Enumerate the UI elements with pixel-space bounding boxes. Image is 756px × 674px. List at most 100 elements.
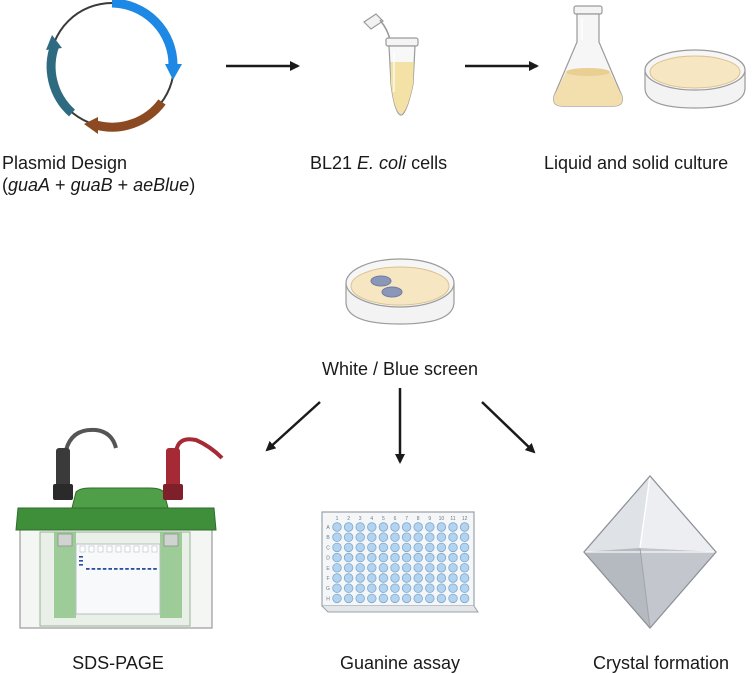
- plus-2: +: [112, 175, 134, 195]
- plate-well: [355, 522, 365, 532]
- plate-well: [436, 573, 447, 583]
- label-bl21-cells: BL21 E. coli cells: [310, 152, 447, 174]
- plate-well: [367, 532, 377, 542]
- gene-guaB: guaB: [70, 175, 113, 195]
- paren-open: (: [2, 175, 8, 195]
- plate-column-label: 2: [347, 516, 350, 522]
- plasmid-brown-segment: [94, 99, 166, 132]
- plate-well: [436, 593, 447, 604]
- plate-well: [367, 522, 377, 532]
- plate-well: [390, 522, 400, 532]
- protein-band: [147, 568, 152, 570]
- plate-well: [413, 522, 423, 532]
- protein-band: [102, 568, 107, 570]
- plasmid-genes: (guaA + guaB + aeBlue): [2, 175, 195, 195]
- tube-liquid: [390, 62, 414, 114]
- plate-well: [390, 532, 400, 542]
- plate-well: [332, 522, 342, 532]
- plate-well: [332, 563, 342, 573]
- plate-well: [378, 573, 389, 583]
- screen-petri-dish-icon: [345, 258, 455, 325]
- plate-well: [343, 522, 354, 532]
- plate-well: [378, 583, 389, 593]
- plate-well: [390, 542, 400, 553]
- plate-well: [459, 583, 470, 593]
- black-lead-wire: [64, 427, 118, 451]
- plate-well: [367, 573, 377, 583]
- plate-well: [401, 552, 412, 563]
- protein-band: [108, 568, 112, 570]
- cells-prefix: BL21: [310, 153, 358, 173]
- plate-well: [401, 522, 412, 532]
- label-sds-page: SDS-PAGE: [72, 653, 164, 673]
- plate-well: [401, 593, 412, 604]
- plate-column-label: 5: [382, 516, 385, 522]
- plate-well: [367, 552, 377, 563]
- gel-tank-icon: [15, 427, 224, 629]
- gel-well: [106, 545, 113, 553]
- blue-colony: [381, 286, 403, 298]
- plate-column-label: 8: [417, 516, 420, 522]
- plate-well: [355, 532, 365, 542]
- plate-well: [413, 552, 423, 563]
- plate-well: [355, 542, 365, 553]
- plate-well: [332, 552, 342, 563]
- plate-well: [343, 593, 354, 604]
- label-crystal-formation: Crystal formation: [592, 653, 730, 673]
- protein-band: [91, 568, 96, 570]
- plate-well: [367, 563, 377, 573]
- plate-well: [459, 532, 470, 542]
- protein-band: [97, 568, 101, 570]
- plate-well: [401, 563, 412, 573]
- protein-band: [125, 568, 129, 570]
- plate-well: [413, 583, 423, 593]
- plate-well: [378, 593, 389, 604]
- label-guanine-assay: Guanine assay: [339, 653, 461, 673]
- protein-band: [136, 568, 140, 570]
- plasmid-blue-segment: [111, 0, 178, 66]
- microtube-icon: [363, 13, 419, 116]
- plate-well: [343, 552, 354, 563]
- gel-well: [133, 545, 140, 553]
- plate-well: [448, 532, 458, 542]
- ladder-band: [79, 560, 83, 562]
- plate-well: [390, 563, 400, 573]
- gel-bands: [79, 556, 157, 570]
- plate-well: [367, 583, 377, 593]
- plate-row-label: B: [326, 535, 330, 541]
- agar-surface: [649, 55, 741, 89]
- plate-well: [390, 552, 400, 563]
- arrow-screen-to-crystal: [481, 401, 536, 454]
- plate-column-label: 7: [405, 516, 408, 522]
- gel-well: [151, 545, 158, 553]
- plate-well: [378, 563, 389, 573]
- gel-well: [97, 545, 104, 553]
- plate-row-label: G: [326, 586, 330, 592]
- cells-suffix: cells: [406, 153, 448, 173]
- arrow-screen-to-sds: [265, 401, 321, 452]
- plate-well: [448, 552, 458, 563]
- petri-dish-icon: [644, 49, 746, 109]
- plate-well: [343, 583, 354, 593]
- plate-well: [448, 593, 458, 604]
- plate-well: [390, 593, 400, 604]
- plate-well: [459, 563, 470, 573]
- plate-well: [355, 583, 365, 593]
- plus-1: +: [50, 175, 71, 195]
- gel-well: [79, 545, 86, 553]
- gel-well: [124, 545, 131, 553]
- plate-well: [355, 573, 365, 583]
- plate-well: [425, 583, 435, 593]
- plasmid-teal-segment: [46, 43, 76, 117]
- plate-well: [413, 563, 423, 573]
- plate-well: [413, 593, 423, 604]
- plate-well: [367, 542, 377, 553]
- plate-well: [448, 522, 458, 532]
- plate-row-label: E: [326, 566, 330, 572]
- plate-well: [413, 532, 423, 542]
- plate-well: [436, 542, 447, 553]
